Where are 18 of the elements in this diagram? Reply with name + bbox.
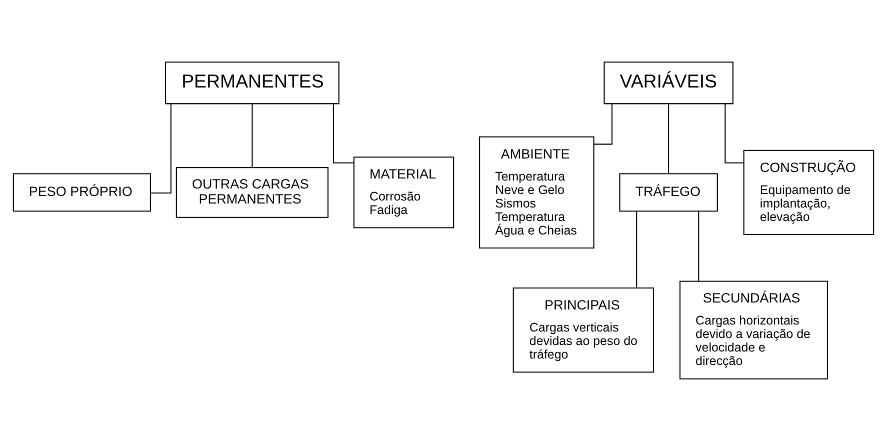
connector [698,211,700,281]
node-box: AMBIENTE Temperatura Neve e Gelo Sismos Temperatura Água e Cheias [479,136,594,249]
node-box: SECUNDÁRIAS Cargas horizontais devido a variação de velocidade e direcção [679,280,828,380]
connector [724,104,744,164]
connector [668,104,670,174]
node-box: CONSTRUÇÃO Equipamento de implantação, elevação [743,150,874,236]
connector [594,104,612,145]
node-box: OUTRAS CARGAS PERMANENTES [176,167,328,218]
connector [252,104,253,168]
node-box: PERMANENTES [164,62,340,104]
node-box: TRÁFEGO [619,173,718,212]
connector [150,104,172,194]
node-box: PRINCIPAIS Cargas verticais devidas ao peso do tráfego [512,287,654,373]
node-box: PESO PRÓPRIO [12,173,151,212]
connector [636,211,638,288]
connector [332,104,354,164]
node-box: VARIÁVEIS [604,62,734,104]
node-box: MATERIAL Corrosão Fadiga [353,156,454,228]
